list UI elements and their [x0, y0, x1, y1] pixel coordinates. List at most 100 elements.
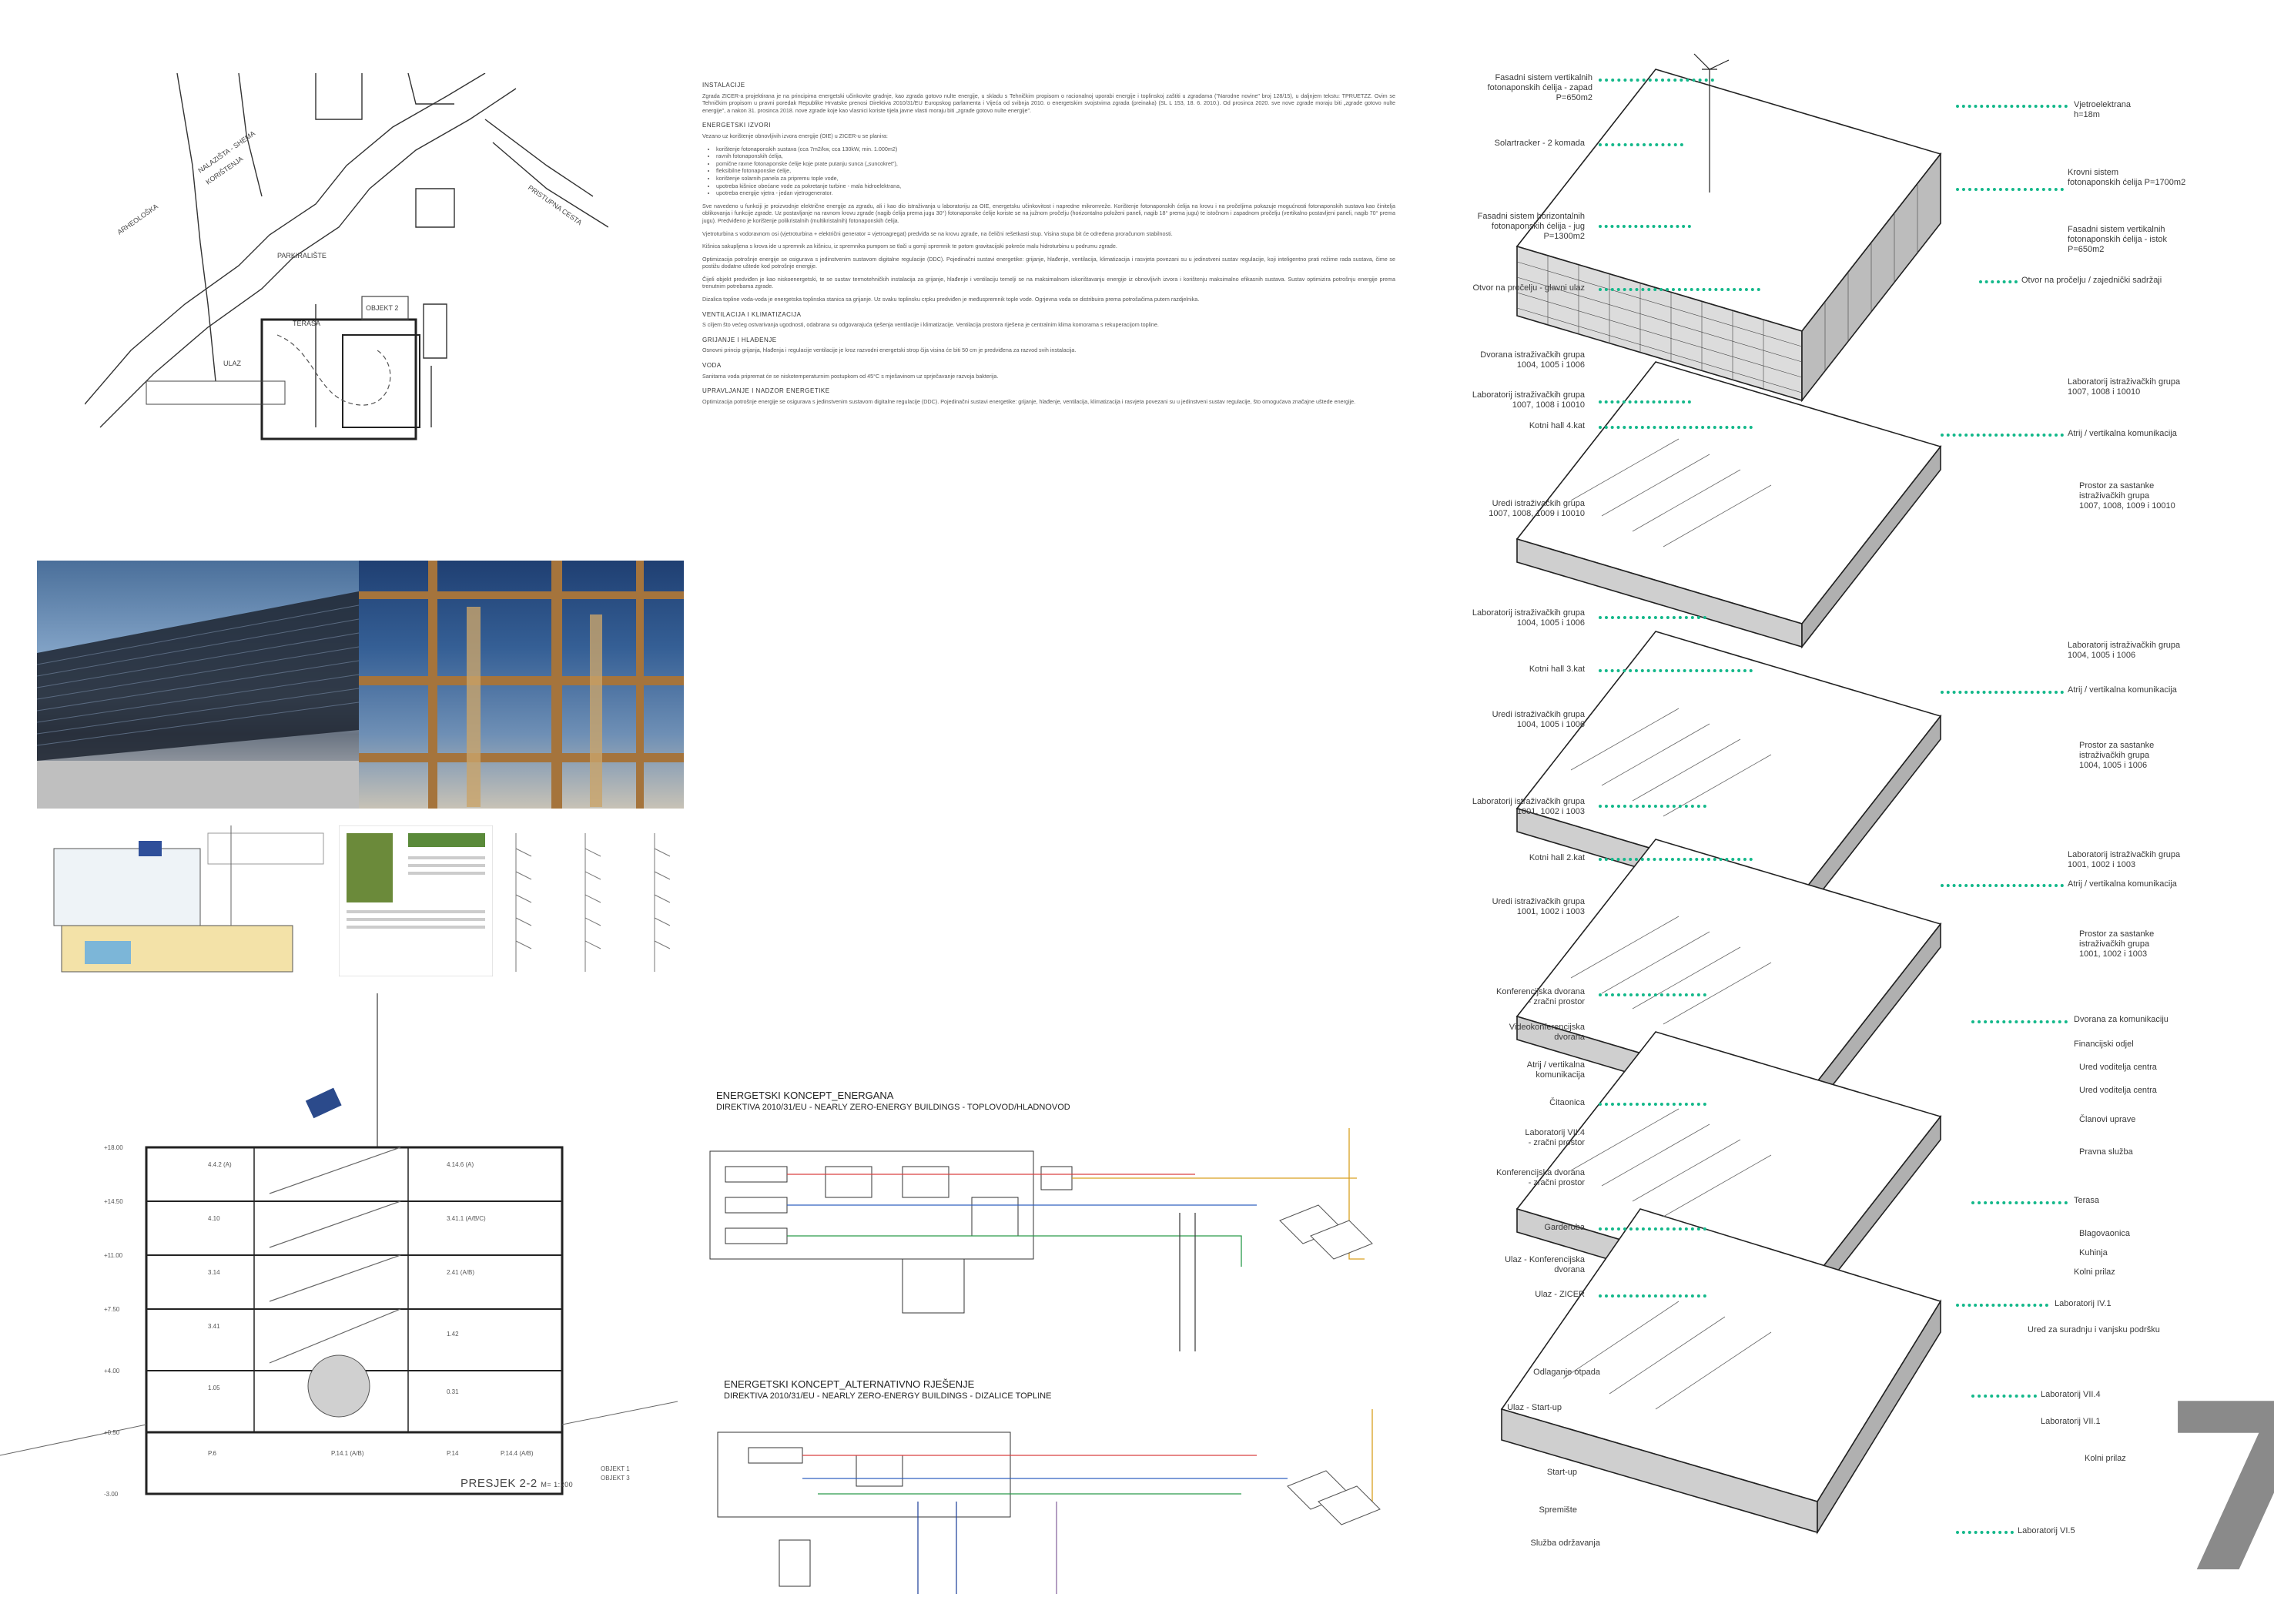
- site-road-label: PRISTUPNA CESTA: [527, 183, 584, 226]
- section-room-label: 3.41.1 (A/B/C): [447, 1215, 486, 1222]
- axo-label-right: Dvorana za komunikaciju: [2074, 1015, 2169, 1024]
- axo-label-left: Ulaz - Start-up: [1507, 1403, 1562, 1412]
- axo-label-left: Kotni hall 3.kat: [1529, 665, 1585, 674]
- axo-label-left: Konferencijska dvorana- zračni prostor: [1496, 987, 1585, 1006]
- section-room-label: P.14: [447, 1450, 459, 1457]
- section-scale: M= 1:200: [541, 1481, 574, 1488]
- object-label: OBJEKT 3: [601, 1475, 630, 1482]
- building-section: 4.4.2 (A) 4.10 3.14 3.41 1.05 P.6 P.14.1…: [0, 993, 678, 1498]
- heading-upravljanje: UPRAVLJANJE I NADZOR ENERGETIKE: [702, 387, 830, 395]
- heading-ventilacija: VENTILACIJA I KLIMATIZACIJA: [702, 310, 802, 318]
- axo-label-right: Atrij / vertikalna komunikacija: [2068, 879, 2177, 889]
- axo-label-right: Laboratorij VII.1: [2041, 1417, 2101, 1426]
- axo-label-right: Atrij / vertikalna komunikacija: [2068, 429, 2177, 438]
- section-room-label: 4.10: [208, 1215, 220, 1222]
- axo-label-right: Članovi uprave: [2079, 1115, 2136, 1124]
- leader-line: [1956, 1304, 2048, 1307]
- page-number: 7: [2162, 1355, 2274, 1624]
- section-room-label: 1.42: [447, 1331, 459, 1338]
- site-terrace-label: TERASA: [293, 320, 320, 327]
- axo-label-right: Ured za suradnju i vanjsku podršku: [2028, 1325, 2160, 1334]
- paragraph: Optimizacija potrošnje energije se osigu…: [702, 255, 1395, 270]
- energy-diagram-1: [709, 1128, 1373, 1351]
- leader-line: [1941, 691, 2064, 694]
- site-building-label: OBJEKT 2: [366, 304, 398, 312]
- axo-label-right: Ured voditelja centra: [2079, 1063, 2157, 1072]
- list-item: korištenje fotonaponskih sustava (cca 7m…: [716, 146, 1395, 153]
- leader-line: [1599, 225, 1691, 228]
- section-title-text: PRESJEK 2-2: [460, 1477, 538, 1490]
- text-column: INSTALACIJE Zgrada ZICER-a projektirana …: [702, 74, 1395, 1075]
- level-label: +18.00: [104, 1144, 123, 1151]
- site-entrance-label: ULAZ: [223, 360, 242, 367]
- brochure-thumbnail: [339, 825, 493, 976]
- paragraph: Osnovni princip grijanja, hlađenja i reg…: [702, 347, 1077, 354]
- heading-grijanje: GRIJANJE I HLAĐENJE: [702, 336, 777, 343]
- building-outline: [260, 318, 417, 440]
- axo-label-left: Čitaonica: [1549, 1098, 1585, 1107]
- list-item: fleksibilne fotonaponske ćelije,: [716, 167, 1395, 175]
- leader-line: [1599, 669, 1753, 672]
- axo-label-left: Laboratorij VII.4- zračni prostor: [1525, 1128, 1585, 1147]
- leader-line: [1971, 1020, 2068, 1023]
- section-room-label: 4.4.2 (A): [208, 1161, 232, 1168]
- axo-label-right: Ured voditelja centra: [2079, 1086, 2157, 1095]
- level-label: +4.00: [104, 1368, 120, 1375]
- leader-line: [1599, 79, 1714, 82]
- leader-line: [1971, 1201, 2068, 1204]
- level-label: +7.50: [104, 1306, 120, 1313]
- list-item: upotreba energije vjetra - jedan vjetrog…: [716, 189, 1395, 197]
- axo-label-left: Kotni hall 4.kat: [1529, 421, 1585, 430]
- section-title: PRESJEK 2-2 M= 1:200: [460, 1477, 573, 1490]
- energy-diagram-2: [717, 1409, 1381, 1594]
- leader-line: [1956, 1531, 2014, 1534]
- paragraph: Vjetroturbina s vodoravnom osi (vjetrotu…: [702, 229, 1173, 237]
- section-room-label: P.14.1 (A/B): [331, 1450, 364, 1457]
- axo-label-left: Spremište: [1539, 1505, 1577, 1515]
- leader-line: [1599, 288, 1760, 291]
- leader-line: [1599, 993, 1706, 996]
- leader-line: [1599, 1294, 1706, 1298]
- axo-label-right: Otvor na pročelju / zajednički sadržaji: [2021, 276, 2162, 285]
- site-plan: ARHEOLOŠKA NALAZIŠTA - SHEMA KORIŠTENJA …: [85, 73, 608, 440]
- axo-label-right: Kolni prilaz: [2074, 1267, 2115, 1277]
- paragraph: Zgrada ZICER-a projektirana je na princi…: [702, 92, 1395, 114]
- leader-line: [1971, 1395, 2037, 1398]
- axo-label-left: Ulaz - ZICER: [1535, 1290, 1585, 1299]
- paragraph: Optimizacija potrošnje energije se osigu…: [702, 397, 1356, 405]
- axo-label-left: Kotni hall 2.kat: [1529, 853, 1585, 862]
- axo-label-left: Odlaganje otpada: [1533, 1368, 1600, 1377]
- site-parking-label: PARKIRALIŠTE: [277, 252, 327, 260]
- leader-line: [1599, 858, 1753, 861]
- level-label: +14.50: [104, 1198, 123, 1205]
- energy-scheme-thumbnail: [39, 825, 331, 976]
- heading-voda: VODA: [702, 362, 722, 370]
- facade-photo-right: [359, 561, 684, 809]
- leader-line: [1599, 805, 1706, 808]
- axo-label-right: Kuhinja: [2079, 1248, 2108, 1257]
- axo-label-left: Služba održavanja: [1530, 1539, 1600, 1548]
- level-label: +11.00: [104, 1252, 123, 1259]
- list-item: korištenje solarnih panela za pripremu t…: [716, 175, 1395, 182]
- axo-label-right: Blagovaonica: [2079, 1229, 2131, 1238]
- axo-label-left: Solartracker - 2 komada: [1494, 139, 1585, 148]
- axo-label-right: Atrij / vertikalna komunikacija: [2068, 685, 2177, 695]
- axo-label-right: Financijski odjel: [2074, 1040, 2134, 1049]
- leader-line: [1979, 280, 2018, 283]
- section-room-label: P.14.4 (A/B): [501, 1450, 534, 1457]
- section-room-label: 4.14.6 (A): [447, 1161, 474, 1168]
- leader-line: [1599, 1103, 1706, 1106]
